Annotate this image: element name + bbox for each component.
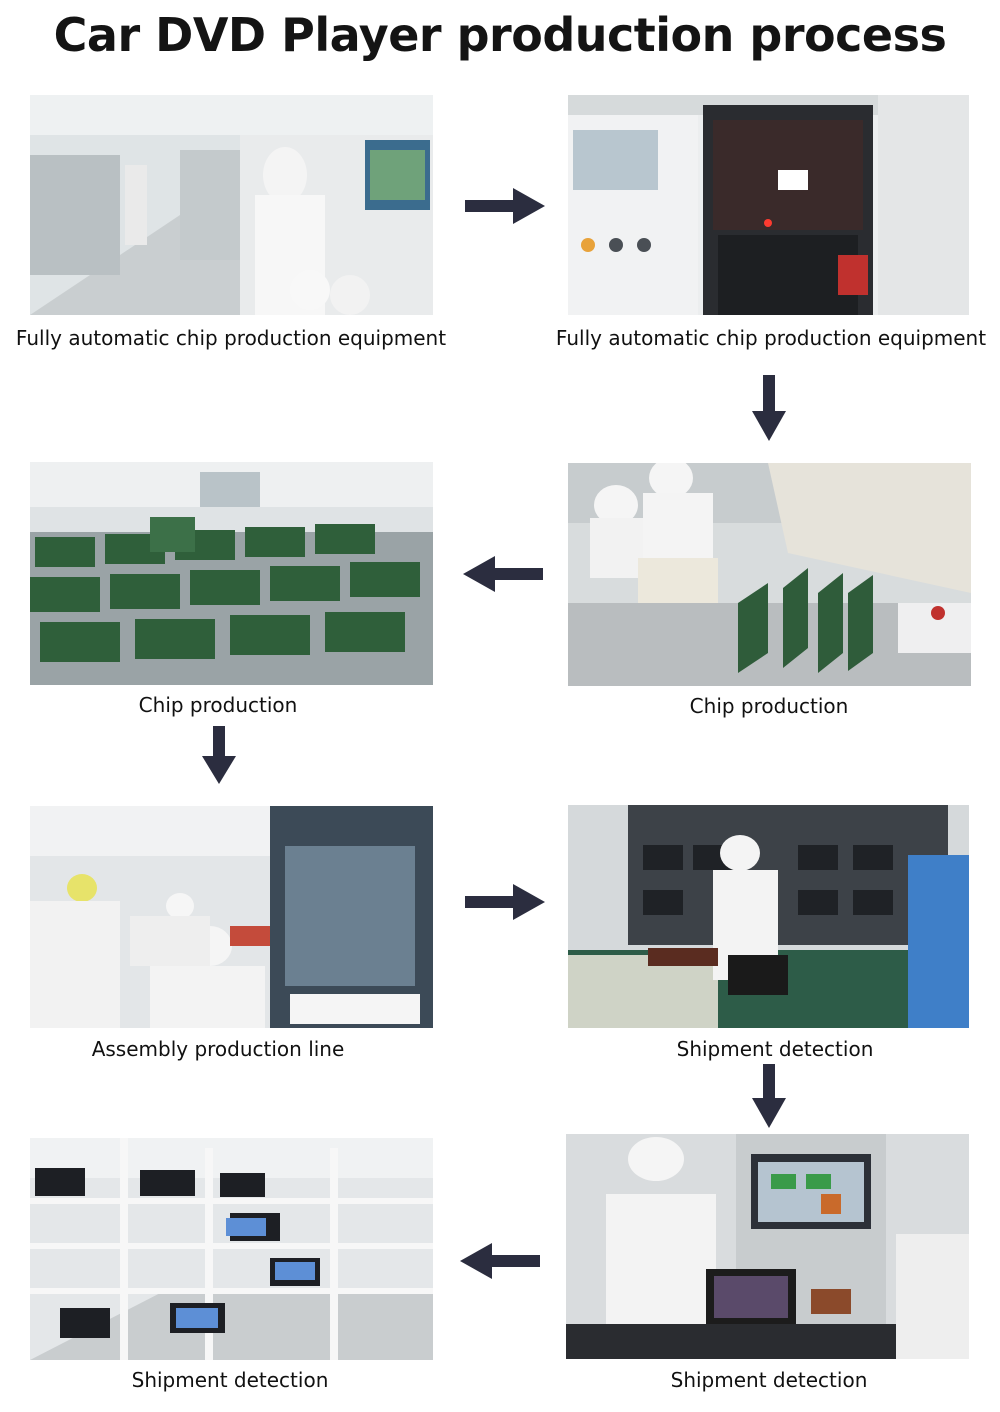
step-caption: Shipment detection (676, 1037, 874, 1061)
photo-burn-in-racks (30, 1138, 433, 1360)
arrow-right-icon (465, 188, 545, 224)
photo-pcb-racks (30, 462, 433, 685)
step-caption: Chip production (138, 693, 298, 717)
step-caption: Fully automatic chip production equipmen… (15, 326, 447, 350)
photo-assembly-line (30, 806, 433, 1028)
step-caption: Shipment detection (670, 1368, 868, 1392)
arrow-right-icon (465, 884, 545, 920)
photo-pick-and-place (568, 95, 969, 315)
step-caption: Fully automatic chip production equipmen… (555, 326, 987, 350)
page-title: Car DVD Player production process (53, 8, 947, 62)
arrow-left-icon (463, 556, 543, 592)
photo-smt-line (30, 95, 433, 315)
photo-test-station (566, 1134, 969, 1359)
arrow-down-icon (202, 726, 236, 784)
arrow-left-icon (460, 1243, 540, 1279)
arrow-down-icon (752, 1064, 786, 1128)
arrow-down-icon (752, 375, 786, 441)
step-caption: Assembly production line (91, 1037, 345, 1061)
photo-reflow-line (568, 463, 971, 686)
step-caption: Shipment detection (131, 1368, 329, 1392)
step-caption: Chip production (689, 694, 849, 718)
photo-worker-testing (568, 805, 969, 1028)
